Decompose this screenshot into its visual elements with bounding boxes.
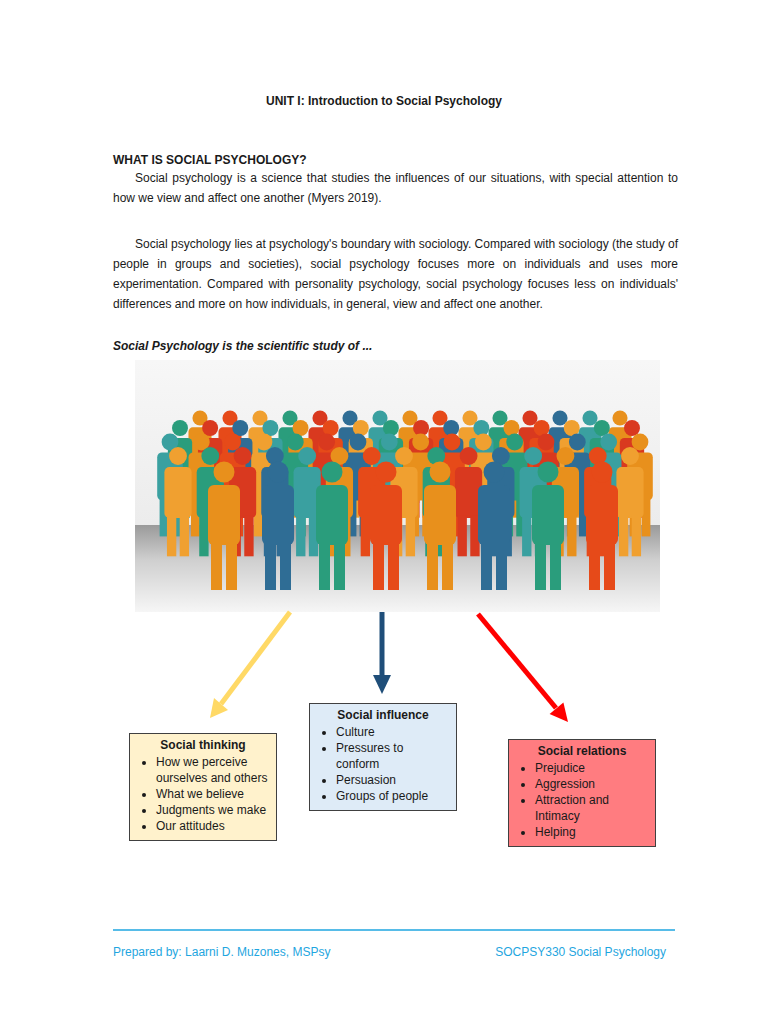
- red-arrow: [478, 614, 568, 722]
- body-paragraph: Social psychology is a science that stud…: [113, 168, 678, 208]
- bullet-item: Aggression: [535, 776, 649, 792]
- bullet-item: Our attitudes: [156, 818, 270, 834]
- bullet-item: Pressures to conform: [336, 740, 450, 772]
- bullet-item: Helping: [535, 824, 649, 840]
- category-box: Social thinkingHow we perceive ourselves…: [129, 733, 277, 841]
- category-box: Social influenceCulturePressures to conf…: [309, 703, 457, 811]
- figure-lead: Social Psychology is the scientific stud…: [113, 336, 678, 356]
- bullet-item: Judgments we make: [156, 802, 270, 818]
- section-heading: WHAT IS SOCIAL PSYCHOLOGY?: [113, 150, 678, 170]
- bullet-item: Attraction and Intimacy: [535, 792, 649, 824]
- box-heading: Social thinking: [136, 737, 270, 753]
- footer-course: SOCPSY330 Social Psychology: [366, 942, 666, 962]
- footer-rule: [113, 929, 675, 931]
- bullet-item: Prejudice: [535, 760, 649, 776]
- box-heading: Social relations: [515, 743, 649, 759]
- crowd-illustration: [157, 410, 653, 590]
- bullet-item: Culture: [336, 724, 450, 740]
- bullet-item: Persuasion: [336, 772, 450, 788]
- illustration-background: [135, 360, 660, 612]
- blue-arrow: [373, 612, 391, 694]
- page-title: UNIT I: Introduction to Social Psycholog…: [113, 91, 655, 111]
- category-box: Social relationsPrejudiceAggressionAttra…: [508, 739, 656, 847]
- yellow-arrow: [210, 612, 290, 718]
- bullet-item: What we believe: [156, 786, 270, 802]
- box-heading: Social influence: [316, 707, 450, 723]
- footer-author: Prepared by: Laarni D. Muzones, MSPsy: [113, 942, 413, 962]
- bullet-item: Groups of people: [336, 788, 450, 804]
- body-paragraph: Social psychology lies at psychology's b…: [113, 234, 678, 314]
- bullet-item: How we perceive ourselves and others: [156, 754, 270, 786]
